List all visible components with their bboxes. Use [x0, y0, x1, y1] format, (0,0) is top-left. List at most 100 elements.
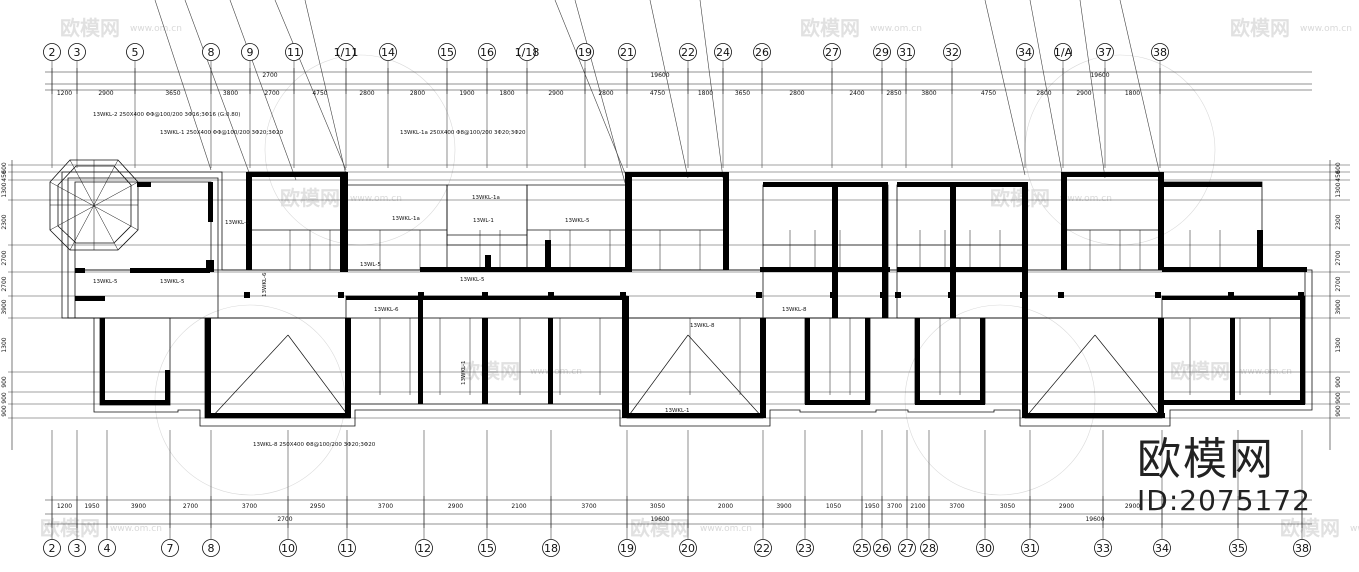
- axis-bubble-top: [285, 43, 303, 61]
- dimension-label-top: 4750: [650, 90, 665, 97]
- structure-outline-path: [626, 317, 764, 419]
- axis-bubble-top: [873, 43, 891, 61]
- axis-bubble-bottom: [853, 539, 871, 557]
- structural-wall: [545, 240, 551, 270]
- axis-label-top: 11: [287, 46, 301, 59]
- beam-label: 13WKL-1a 250X400 Φ8@100/200 3Φ20;3Φ20: [400, 130, 526, 136]
- column: [1058, 292, 1064, 298]
- axis-bubble-top: [379, 43, 397, 61]
- axis-label-bottom: 15: [480, 542, 494, 555]
- axis-bubble-top: [68, 43, 86, 61]
- axis-bubble-bottom: [202, 539, 220, 557]
- structural-wall: [1061, 172, 1067, 270]
- axis-bubble-bottom: [1153, 539, 1171, 557]
- dimension-label-left: 2300: [1, 214, 8, 229]
- dimension-label-left: 1300: [1, 182, 8, 197]
- axis-bubble-bottom: [898, 539, 916, 557]
- overall-dimension-top: 19600: [650, 72, 669, 79]
- structural-wall: [980, 318, 985, 404]
- structural-wall: [340, 172, 348, 272]
- axis-label-bottom: 26: [875, 542, 889, 555]
- dimension-label-top: 2800: [359, 90, 374, 97]
- axis-bubble-bottom: [542, 539, 560, 557]
- structure-outline-path: [446, 184, 528, 246]
- axis-bubble-top: [679, 43, 697, 61]
- brand-logo-text: 欧模网: [1137, 434, 1276, 485]
- dimension-label-right: 2300: [1335, 214, 1342, 229]
- axis-bubble-bottom: [415, 539, 433, 557]
- column: [244, 292, 250, 298]
- watermark-text: 欧模网: [800, 16, 860, 40]
- axis-label-top: 3: [74, 46, 81, 59]
- dimension-label-top: 2900: [98, 90, 113, 97]
- watermark-text: 欧模网: [1280, 516, 1340, 540]
- watermark-url: www.om.cn: [870, 24, 922, 34]
- axis-label-bottom: 28: [922, 542, 936, 555]
- leader-line: [649, 0, 689, 179]
- watermark-url: www.om.cn: [700, 524, 752, 534]
- leader-line: [154, 0, 212, 171]
- axis-bubble-bottom: [279, 539, 297, 557]
- axis-label-bottom: 27: [900, 542, 914, 555]
- dimension-label-top: 3650: [165, 90, 180, 97]
- axis-label-bottom: 20: [681, 542, 695, 555]
- structure-outline-path: [804, 317, 871, 405]
- dimension-label-right: 900: [1335, 392, 1342, 404]
- axis-label-top: 34: [1018, 46, 1032, 59]
- structural-wall: [206, 260, 214, 272]
- structural-wall: [130, 268, 210, 273]
- dimension-label-top: 4750: [981, 90, 996, 97]
- structural-wall: [165, 370, 170, 405]
- dimension-label-left: 2700: [1, 250, 8, 265]
- axis-bubble-bottom: [161, 539, 179, 557]
- brand-stamp: 欧模网 ID:2075172: [1137, 436, 1311, 518]
- dimension-label-bottom: 2100: [910, 503, 925, 510]
- structural-wall: [75, 296, 105, 301]
- beam-label: 13WKL-5: [460, 277, 485, 283]
- structural-wall: [100, 318, 105, 403]
- beam-label: 13WKL-1a: [472, 195, 500, 201]
- axis-label-top: 22: [681, 46, 695, 59]
- structural-wall: [137, 182, 151, 187]
- structure-outline-path: [1062, 174, 1163, 271]
- axis-label-top: 27: [825, 46, 839, 59]
- structural-wall: [915, 318, 920, 404]
- axis-label-top: 5: [132, 46, 139, 59]
- axis-bubble-top: [1054, 43, 1072, 61]
- structural-wall: [205, 318, 211, 418]
- structural-wall: [950, 182, 956, 318]
- dimension-label-right: 2700: [1335, 276, 1342, 291]
- structure-outline-path: [526, 184, 628, 271]
- watermark-text: 欧模网: [40, 516, 100, 540]
- dimension-label-bottom: 3900: [131, 503, 146, 510]
- leader-line: [304, 0, 347, 176]
- axis-label-top: 8: [208, 46, 215, 59]
- axis-label-bottom: 33: [1096, 542, 1110, 555]
- column: [756, 292, 762, 298]
- dimension-label-top: 3800: [223, 90, 238, 97]
- structural-wall: [625, 172, 632, 272]
- slope-line: [1024, 334, 1096, 419]
- dimension-label-bottom: 2000: [718, 503, 733, 510]
- structure-outline-path: [204, 317, 351, 419]
- beam-label: 13WKL-5: [160, 279, 185, 285]
- dimension-label-left: 600: [1, 162, 8, 174]
- overall-dimension-bottom: 2700: [277, 516, 292, 523]
- dimension-label-right: 900: [1335, 405, 1342, 417]
- column: [548, 292, 554, 298]
- axis-bubble-bottom: [920, 539, 938, 557]
- dimension-label-right: 450: [1335, 170, 1342, 182]
- structural-wall: [805, 400, 870, 405]
- structural-wall: [1158, 318, 1164, 418]
- overall-dimension-bottom: 19600: [650, 516, 669, 523]
- leader-line: [184, 0, 251, 176]
- watermark-url: www.om.cn: [110, 524, 162, 534]
- dimension-label-right: 1300: [1335, 337, 1342, 352]
- axis-bubble-bottom: [478, 539, 496, 557]
- axis-bubble-bottom: [873, 539, 891, 557]
- axis-bubble-top: [438, 43, 456, 61]
- structural-wall: [1022, 182, 1028, 318]
- axis-label-bottom: 8: [208, 542, 215, 555]
- dimension-label-bottom: 3700: [949, 503, 964, 510]
